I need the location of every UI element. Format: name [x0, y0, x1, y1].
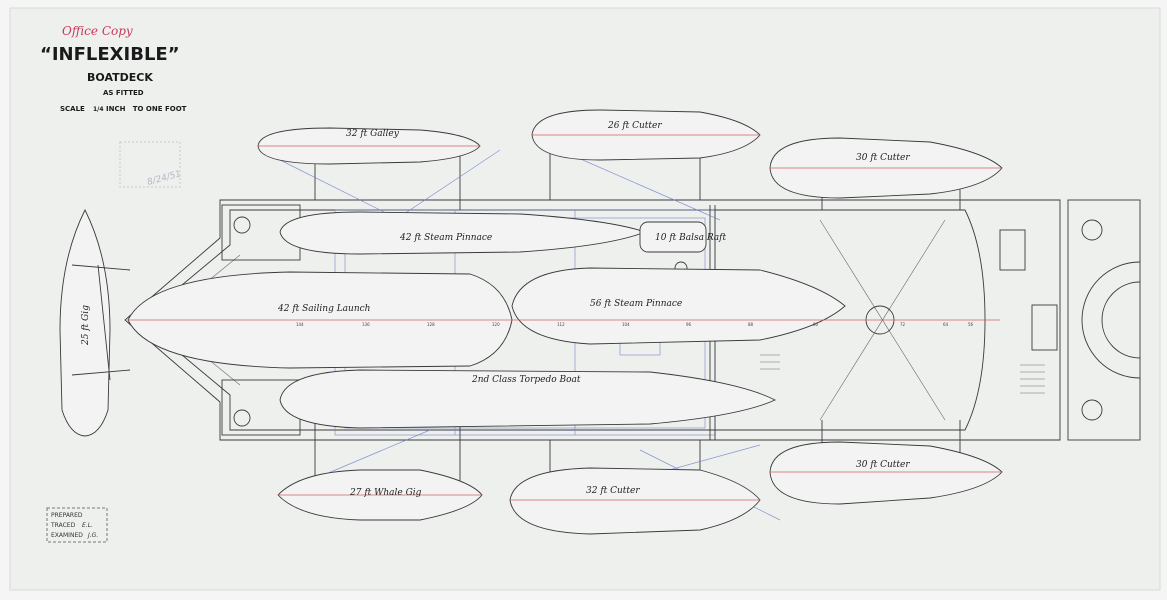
boat-label: 30 ft Cutter	[856, 153, 910, 163]
boat-steam-pinnace-56: 56 ft Steam Pinnace	[511, 267, 846, 345]
boat-balsa-raft: 10 ft Balsa Raft	[639, 221, 727, 253]
boat-label: 27 ft Whale Gig	[349, 488, 422, 498]
boat-label: 42 ft Sailing Launch	[277, 304, 370, 314]
boat-sailing-launch: 42 ft Sailing Launch	[127, 271, 513, 369]
boat-label: 26 ft Cutter	[607, 121, 662, 131]
boat-label: 10 ft Balsa Raft	[655, 233, 727, 243]
station-label: 88	[748, 322, 754, 327]
station-label: 104	[622, 322, 630, 327]
boat-label: 30 ft Cutter	[856, 460, 910, 470]
stamp-prepared: PREPARED	[51, 512, 83, 519]
boat-label: 32 ft Cutter	[586, 486, 640, 496]
station-label: 96	[686, 322, 692, 327]
station-label: 120	[492, 322, 500, 327]
boat-cutter-30-bottom: 30 ft Cutter	[769, 441, 1003, 505]
boat-label: 2nd Class Torpedo Boat	[471, 375, 581, 385]
station-label: 56	[968, 322, 974, 327]
station-label: 128	[427, 322, 435, 327]
stamp-traced: TRACED	[50, 522, 76, 529]
scale-fraction: 1/4	[93, 106, 104, 113]
status-label: AS FITTED	[103, 89, 144, 97]
station-label: 112	[557, 322, 565, 327]
ship-name: “INFLEXIBLE”	[40, 44, 180, 65]
boat-cutter-26: 26 ft Cutter	[531, 109, 761, 161]
boat-cutter-30-top: 30 ft Cutter	[769, 137, 1003, 199]
boat-label: 42 ft Steam Pinnace	[399, 233, 492, 243]
boat-label: 25 ft Gig	[81, 305, 91, 346]
stamp-traced-initials: E.L.	[82, 522, 93, 529]
station-label: 136	[362, 322, 370, 327]
boat-torpedo-boat: 2nd Class Torpedo Boat	[279, 369, 777, 429]
scale-prefix: SCALE	[60, 105, 85, 113]
title-block: Office Copy “INFLEXIBLE” BOATDECK AS FIT…	[40, 24, 187, 113]
scale-suffix: INCH TO ONE FOOT	[106, 105, 187, 113]
boat-whale-gig: 27 ft Whale Gig	[277, 469, 483, 521]
boat-label: 56 ft Steam Pinnace	[590, 299, 682, 309]
boat-label: 32 ft Galley	[346, 129, 400, 139]
boat-galley: 32 ft Galley	[257, 127, 481, 165]
stamp-examined: EXAMINED	[51, 532, 83, 539]
station-label: 144	[296, 322, 304, 327]
examination-stamp: PREPARED TRACED E.L. EXAMINED J.G.	[46, 507, 108, 543]
stamp-examined-initials: J.G.	[87, 532, 98, 539]
station-labels: 144 136 128 120 112 104 96 88 80 72 64 5…	[296, 322, 974, 327]
boat-cutter-32: 32 ft Cutter	[509, 467, 761, 535]
office-copy-annotation: Office Copy	[62, 24, 133, 38]
station-label: 64	[943, 322, 949, 327]
boat-gig: 25 ft Gig	[59, 208, 131, 437]
station-label: 72	[900, 322, 906, 327]
deck-title: BOATDECK	[87, 71, 153, 84]
station-label: 80	[813, 322, 819, 327]
